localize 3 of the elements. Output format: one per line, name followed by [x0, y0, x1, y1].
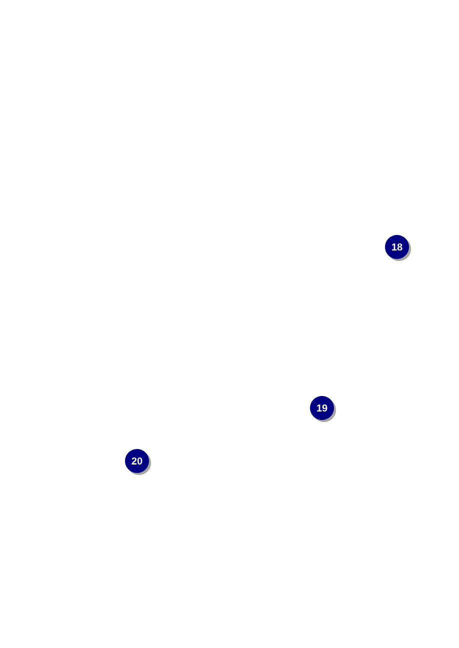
callout-number: 20 — [125, 449, 151, 475]
callout-number: 18 — [385, 235, 411, 261]
callout-number: 19 — [310, 396, 336, 422]
